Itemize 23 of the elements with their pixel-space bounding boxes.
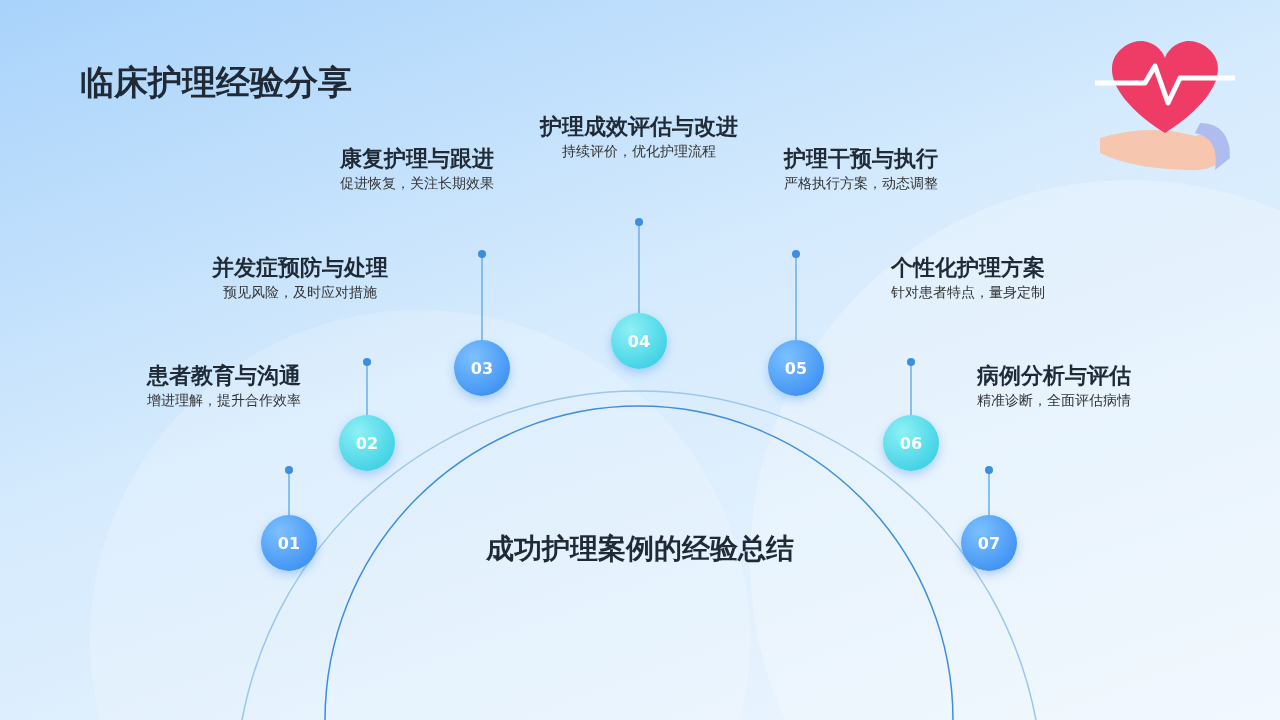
step-heading: 患者教育与沟通 bbox=[145, 362, 302, 390]
step-heading: 护理干预与执行 bbox=[782, 145, 939, 173]
number-circle: 01 bbox=[261, 515, 317, 571]
number-circle: 06 bbox=[883, 415, 939, 471]
step-heading: 康复护理与跟进 bbox=[339, 145, 495, 173]
step-description: 预见风险，及时应对措施 bbox=[222, 284, 378, 302]
step-heading: 个性化护理方案 bbox=[889, 254, 1046, 282]
number-circle: 02 bbox=[339, 415, 395, 471]
title: 临床护理经验分享 bbox=[80, 61, 352, 104]
center-text: 成功护理案例的经验总结 bbox=[485, 531, 795, 567]
step-description: 精准诊断，全面评估病情 bbox=[976, 392, 1132, 410]
step-description: 增进理解，提升合作效率 bbox=[146, 392, 302, 410]
step-heading: 并发症预防与处理 bbox=[211, 254, 389, 282]
step-heading: 护理成效评估与改进 bbox=[538, 113, 739, 141]
step-description: 严格执行方案，动态调整 bbox=[783, 175, 939, 193]
step-heading: 病例分析与评估 bbox=[976, 362, 1132, 390]
number-circle: 04 bbox=[611, 313, 667, 369]
step-description: 针对患者特点，量身定制 bbox=[890, 284, 1046, 302]
step-description: 持续评价，优化护理流程 bbox=[561, 143, 717, 161]
number-circle: 05 bbox=[768, 340, 824, 396]
number-circle: 07 bbox=[961, 515, 1017, 571]
step-description: 促进恢复，关注长期效果 bbox=[339, 175, 495, 193]
number-circle: 03 bbox=[454, 340, 510, 396]
